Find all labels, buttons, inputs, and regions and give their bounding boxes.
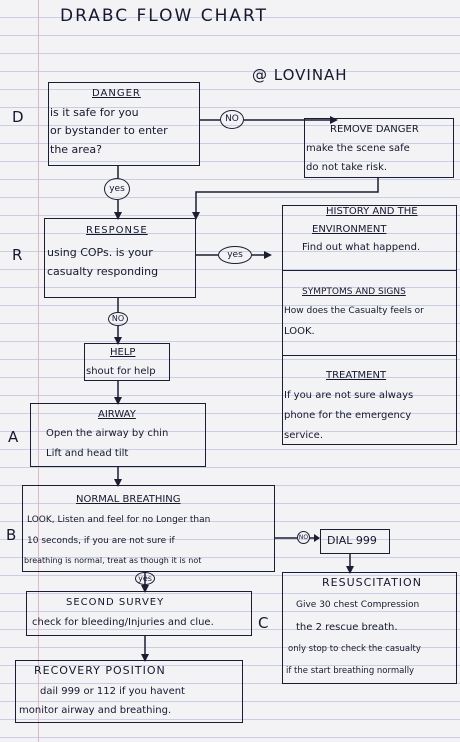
response-line-1: using COPs. is your — [47, 246, 153, 259]
response-box — [44, 218, 196, 298]
label-yes-response: yes — [218, 246, 252, 264]
response-line-2: casualty responding — [47, 265, 159, 278]
symptoms-line-1: How does the Casualty feels or — [284, 306, 424, 316]
recovery-heading: RECOVERY POSITION — [34, 664, 166, 677]
dial-box — [320, 529, 390, 554]
help-box — [84, 343, 170, 381]
symptoms-heading: SYMPTOMS AND SIGNS — [302, 287, 406, 297]
recovery-box — [15, 660, 243, 723]
danger-line-1: is it safe for you — [50, 106, 139, 119]
resuscitation-line-1: Give 30 chest Compression — [296, 600, 420, 610]
resuscitation-line-2: the 2 rescue breath. — [296, 622, 398, 633]
danger-line-2: or bystander to enter — [50, 124, 168, 137]
resuscitation-heading: RESUSCITATION — [322, 576, 422, 589]
airway-line-1: Open the airway by chin — [46, 428, 169, 439]
arrowhead-history — [264, 251, 272, 259]
history-line: Find out what happend. — [302, 242, 421, 253]
resuscitation-line-3: only stop to check the casualty — [288, 644, 421, 654]
assessment-column-box — [282, 205, 457, 445]
recovery-line-1: dail 999 or 112 if you havent — [40, 686, 185, 697]
label-yes-danger: yes — [104, 178, 130, 200]
airway-box — [30, 403, 206, 467]
help-heading: HELP — [110, 347, 136, 358]
chart-title: DRABC FLOW CHART — [60, 6, 268, 26]
label-no-response: NO — [108, 312, 128, 326]
remove-danger-line-2: do not take risk. — [306, 162, 388, 173]
letter-b: B — [6, 526, 17, 544]
remove-danger-line-1: make the scene safe — [306, 143, 410, 154]
response-heading: RESPONSE — [86, 225, 148, 236]
remove-danger-heading: REMOVE DANGER — [330, 124, 419, 135]
arrowhead-help — [114, 337, 122, 345]
second-survey-heading: SECOND SURVEY — [66, 597, 165, 608]
letter-a: A — [8, 428, 19, 446]
assessment-divider-1 — [282, 270, 457, 271]
airway-heading: AIRWAY — [98, 409, 136, 420]
arrowhead-second-survey — [141, 585, 149, 593]
author-signature: @ LOVINAH — [252, 66, 348, 84]
resuscitation-box — [282, 572, 457, 684]
breathing-line-1: LOOK, Listen and feel for no Longer than — [27, 515, 211, 525]
treatment-line-1: If you are not sure always — [284, 390, 414, 401]
arrowhead-response — [114, 212, 122, 220]
letter-d: D — [12, 108, 24, 126]
danger-line-3: the area? — [50, 143, 102, 156]
treatment-heading: TREATMENT — [326, 370, 387, 381]
symptoms-line-2: LOOK. — [284, 326, 315, 337]
treatment-line-2: phone for the emergency — [284, 410, 412, 421]
breathing-box — [22, 485, 275, 572]
danger-heading: DANGER — [92, 88, 141, 99]
label-yes-breathing: yes — [135, 572, 155, 585]
breathing-line-2: 10 seconds, if you are not sure if — [27, 536, 175, 546]
danger-box — [48, 82, 200, 166]
breathing-line-3: breathing is normal, treat as though it … — [24, 556, 202, 565]
arrowhead-recovery — [141, 654, 149, 662]
letter-c: C — [258, 614, 269, 632]
history-heading: HISTORY AND THE — [326, 206, 418, 217]
label-no-danger: NO — [220, 110, 244, 129]
letter-r: R — [12, 246, 23, 264]
history-heading-2: ENVIRONMENT — [312, 224, 387, 235]
help-line: shout for help — [86, 366, 156, 377]
arrowhead-dial — [314, 534, 320, 542]
recovery-line-2: monitor airway and breathing. — [19, 705, 172, 716]
resuscitation-line-4: if the start breathing normally — [286, 666, 415, 676]
arrowhead-airway — [114, 397, 122, 405]
arrowhead-response-right — [192, 212, 200, 220]
connector-remove-to-response — [195, 178, 379, 218]
breathing-heading: NORMAL BREATHING — [76, 494, 181, 505]
remove-danger-box — [304, 118, 454, 178]
arrowhead-resuscitation — [346, 566, 354, 574]
second-survey-line: check for bleeding/Injuries and clue. — [32, 617, 214, 628]
treatment-line-3: service. — [284, 430, 323, 441]
second-survey-box — [26, 591, 252, 636]
arrowhead-breathing — [114, 479, 122, 487]
airway-line-2: Lift and head tilt — [46, 448, 129, 459]
label-no-breathing: NO — [297, 531, 310, 544]
dial-text: DIAL 999 — [327, 534, 377, 547]
margin-line — [38, 0, 39, 742]
assessment-divider-2 — [282, 355, 457, 356]
